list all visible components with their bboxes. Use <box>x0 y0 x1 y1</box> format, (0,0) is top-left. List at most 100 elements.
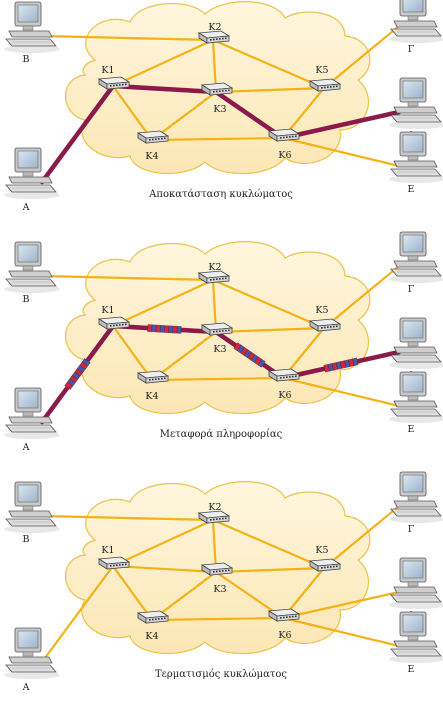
switch-icon <box>309 558 341 572</box>
switch-icon <box>98 316 130 330</box>
link-K2-K3 <box>211 278 218 334</box>
computer-icon <box>388 131 443 184</box>
switch-label-K4: K4 <box>145 151 158 162</box>
switch-K2: K2 <box>198 502 230 524</box>
link-K1-K2 <box>111 278 215 328</box>
switch-K2: K2 <box>198 22 230 44</box>
link-K1-K3 <box>111 564 218 574</box>
link-K2-K5 <box>211 38 326 90</box>
link-K3-K5 <box>214 326 326 334</box>
switch-label-K1: K1 <box>101 305 114 316</box>
computer-icon <box>3 387 61 440</box>
switch-K1: K1 <box>98 65 130 90</box>
switch-icon <box>98 76 130 90</box>
link-K6-E <box>281 136 401 168</box>
data-packets-K1-K3 <box>147 324 182 334</box>
link-B-K2 <box>40 34 215 42</box>
switch-K5: K5 <box>309 305 341 332</box>
switch-label-K6: K6 <box>278 630 291 641</box>
computer-icon <box>388 77 443 130</box>
terminal-A: Α <box>3 387 61 453</box>
data-packet <box>159 325 165 333</box>
switch-icon <box>98 556 130 570</box>
switch-K6: K6 <box>268 128 300 161</box>
terminal-A: Α <box>3 147 61 213</box>
terminal-E: Ε <box>388 371 443 435</box>
link-K1-K2 <box>111 38 215 88</box>
panel-3: K1K2K3K4K5K6ΒΑΓΔΕΤερματισμός κυκλώματος <box>3 471 443 693</box>
link-K4-K3 <box>150 330 218 382</box>
switch-icon <box>268 128 300 142</box>
switch-K2: K2 <box>198 262 230 284</box>
data-packet <box>164 325 170 333</box>
terminal-B: Β <box>3 1 61 65</box>
terminal-label-A: Α <box>22 202 30 213</box>
panel-caption: Αποκατάσταση κυκλώματος <box>148 189 293 200</box>
terminal-E: Ε <box>388 131 443 195</box>
terminal-label-B: Β <box>23 534 30 545</box>
link-K2-K5 <box>211 278 326 330</box>
link-K4-K6 <box>150 136 285 142</box>
switch-label-K3: K3 <box>213 584 226 595</box>
switch-label-K5: K5 <box>315 305 328 316</box>
switch-K1: K1 <box>98 545 130 570</box>
terminal-G: Γ <box>388 231 443 295</box>
switch-K3: K3 <box>201 82 233 115</box>
terminal-A: Α <box>3 627 61 693</box>
terminal-E: Ε <box>388 611 443 675</box>
link-B-K2 <box>40 514 215 522</box>
switch-label-K3: K3 <box>213 104 226 115</box>
link-K1-K4 <box>111 324 154 382</box>
data-packets-K3-K6 <box>233 342 266 368</box>
switch-label-K6: K6 <box>278 390 291 401</box>
link-K1-K4 <box>111 84 154 142</box>
switch-icon <box>201 82 233 96</box>
switch-icon <box>201 562 233 576</box>
link-K2-K3 <box>211 38 218 94</box>
link-B-K2 <box>40 274 215 282</box>
data-packet <box>151 324 157 333</box>
computer-icon <box>388 231 443 284</box>
terminal-label-A: Α <box>22 682 30 693</box>
data-packet <box>147 324 153 332</box>
data-packet <box>352 357 359 366</box>
switch-K6: K6 <box>268 368 300 401</box>
link-K2-K3 <box>211 518 218 574</box>
terminal-D: Δ <box>388 77 443 141</box>
data-packet <box>176 326 182 334</box>
link-K5-G <box>322 24 401 90</box>
switch-K4: K4 <box>137 610 169 642</box>
computer-icon <box>3 481 61 534</box>
terminal-B: Β <box>3 481 61 545</box>
terminal-label-G: Γ <box>408 44 415 55</box>
switch-label-K5: K5 <box>315 65 328 76</box>
switch-icon <box>137 610 169 624</box>
computer-icon <box>3 147 61 200</box>
computer-icon <box>388 0 443 44</box>
link-K4-K6 <box>150 376 285 382</box>
switch-K4: K4 <box>137 370 169 402</box>
terminal-G: Γ <box>388 0 443 55</box>
terminal-D: Δ <box>388 317 443 381</box>
switch-K1: K1 <box>98 305 130 330</box>
terminal-label-B: Β <box>23 54 30 65</box>
data-packets-A-K1 <box>64 358 91 390</box>
terminal-label-A: Α <box>22 442 30 453</box>
circuit-link-K1-K3 <box>110 83 219 95</box>
link-K1-A <box>40 564 115 664</box>
terminal-label-G: Γ <box>408 524 415 535</box>
switch-icon <box>201 322 233 336</box>
link-K3-K5 <box>214 566 326 574</box>
circuit-link-K6-D <box>280 109 402 141</box>
switch-K4: K4 <box>137 130 169 162</box>
switch-K6: K6 <box>268 608 300 641</box>
switch-icon <box>309 78 341 92</box>
terminal-label-E: Ε <box>408 424 415 435</box>
switch-label-K5: K5 <box>315 545 328 556</box>
link-K3-K6 <box>214 570 285 620</box>
terminal-G: Γ <box>388 471 443 535</box>
link-K2-K5 <box>211 518 326 570</box>
switch-K3: K3 <box>201 322 233 355</box>
data-packets-K6-D <box>323 357 359 373</box>
